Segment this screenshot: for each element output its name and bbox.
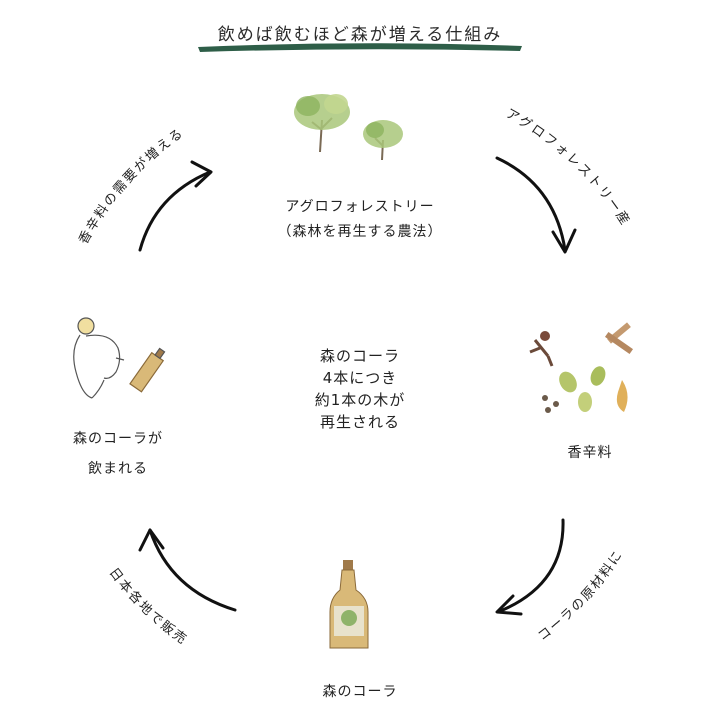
agroforestry-sublabel: （森林を再生する農法） [277, 224, 443, 240]
spices-label: 香辛料 [567, 445, 613, 461]
cola-bottle-illustration [329, 560, 369, 649]
trees-illustration [294, 94, 403, 161]
node-drinker: 森のコーラが 飲まれる [48, 424, 188, 484]
center-line: 4本につき [322, 369, 398, 387]
arrow-label-bottom-right: コーラの原材料に [535, 547, 626, 644]
arrow-label-top-right: アグロフォレストリー産 [503, 106, 634, 229]
node-spices: 香辛料 [540, 442, 640, 462]
title-underline [198, 43, 522, 52]
drinker-label-line2: 飲まれる [88, 461, 148, 477]
center-message: 森のコーラ 4本につき 約1本の木が 再生される [260, 345, 460, 433]
arrow-top-left [138, 160, 213, 252]
diagram-title: 飲めば飲むほど森が増える仕組み [217, 25, 503, 45]
arrow-bottom-right [495, 518, 565, 616]
spices-illustration [529, 322, 634, 413]
center-line: 森のコーラ [319, 347, 400, 365]
center-line: 約1本の木が [314, 391, 406, 409]
agroforestry-label: アグロフォレストリー [285, 199, 435, 215]
node-cola: 森のコーラ [300, 681, 420, 701]
drinker-label-line1: 森のコーラが [73, 431, 163, 447]
arrow-bottom-left [138, 528, 237, 612]
drinker-illustration [73, 317, 166, 399]
node-agroforestry: アグロフォレストリー （森林を再生する農法） [260, 196, 460, 241]
center-line: 再生される [319, 413, 400, 431]
cola-label: 森のコーラ [322, 684, 398, 700]
arrow-top-right [495, 156, 577, 254]
arrow-label-top-left: 香辛料の需要が増える [76, 125, 187, 247]
